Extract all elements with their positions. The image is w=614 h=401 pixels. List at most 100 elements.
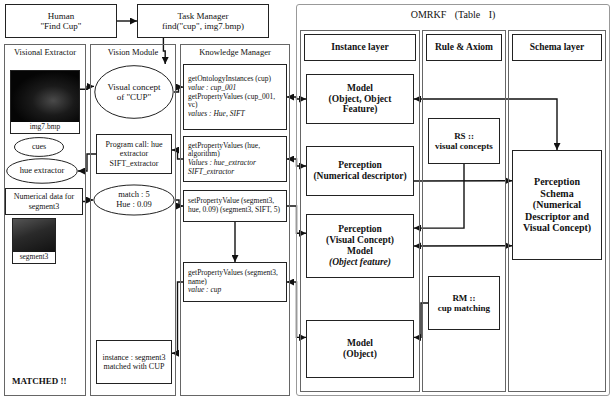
result-box: instance : segment3 matched with CUP: [96, 340, 172, 384]
label-text: Knowledge Manager: [183, 48, 287, 58]
column-header: Vision Module: [93, 48, 173, 58]
label-text: segment3: [20, 252, 49, 263]
connector: [172, 150, 183, 159]
column-header: Knowledge Manager: [183, 48, 287, 58]
label-text: Values : hue_extractor SIFT_extractor: [188, 159, 282, 176]
label-text: values : Hue, SIFT: [188, 110, 245, 119]
layer-column: Instance layerModel(Object, Object Featu…: [300, 30, 420, 392]
column-header: Rule & Axiom: [426, 34, 502, 61]
module-column: Vision ModuleVisual concept of "CUP" Prog…: [90, 44, 176, 396]
label-text: Visional Extractor: [7, 48, 83, 58]
label-text: Rule & Axiom: [429, 42, 499, 53]
label-text: RS ::: [454, 131, 474, 141]
image-box: segment3: [12, 218, 56, 264]
label-text: Model: [347, 83, 373, 94]
label-text: hue extractor: [20, 166, 65, 176]
ellipse-shape: [15, 138, 64, 157]
data-box: Numerical data for segment3: [5, 188, 83, 215]
process-ellipse: cues: [14, 137, 64, 157]
label-text: value : cup_001: [188, 84, 236, 93]
column-header: Instance layer: [304, 34, 416, 61]
module-column: Visional Extractor img7.bmp cues hue extrac…: [4, 44, 86, 396]
label-text: cup matching: [438, 303, 490, 313]
column-header: OMRKF (Table I): [297, 9, 609, 21]
ellipse-shape: [95, 66, 173, 119]
result-ellipse: match : 5Hue : 0.09: [93, 184, 175, 216]
label-text: setPropertyValue (segment3, hue, 0.09) (…: [188, 197, 282, 214]
instance-box: Model(Object, Object Feature): [306, 74, 414, 124]
label-text: (Visual Concept): [326, 235, 394, 246]
ellipse-shape: [7, 159, 78, 183]
image-thumbnail: [11, 71, 79, 122]
label-text: Instance layer: [307, 42, 413, 53]
label-text: Program call: hue extractor SIFT_extract…: [101, 140, 167, 168]
label-text: RM ::: [452, 293, 475, 303]
task-manager-box: Task Managerfind("cup", img7.bmp): [137, 4, 269, 38]
connector: [80, 86, 94, 89]
label-text: cues: [32, 142, 46, 151]
process-box: Program call: hue extractor SIFT_extract…: [96, 134, 172, 174]
label-text: getPropertyValues (cup_001, vc): [188, 93, 282, 110]
query-box: getPropertyValues (segment3, name)value …: [183, 262, 287, 302]
label-text: Perception: [338, 160, 382, 171]
actor-box: Human"Find Cup": [5, 4, 117, 38]
connector: [175, 200, 183, 206]
ellipse-shape: [94, 185, 174, 215]
instance-box: Model(Object): [306, 320, 414, 378]
label-text: Model: [347, 246, 373, 257]
label-text: Schema layer: [515, 42, 599, 53]
label-text: Vision Module: [93, 48, 173, 58]
label-text: getOntologyInstances (cup): [188, 75, 271, 84]
label-text: getPropertyValues (hue, algorithm): [188, 142, 282, 159]
label-text: OMRKF (Table I): [297, 9, 609, 21]
label-text: (Numerical Descriptor and Visual Concept…: [517, 199, 597, 234]
label-text: getPropertyValues (segment3, name): [188, 269, 282, 286]
label-text: (Object, Object Feature): [311, 94, 409, 116]
connector: [414, 180, 512, 182]
query-box: getPropertyValues (hue, algorithm)Values…: [183, 136, 287, 182]
query-box: setPropertyValue (segment3, hue, 0.09) (…: [183, 190, 287, 222]
label-text: (Numerical descriptor): [313, 171, 406, 182]
rule-box: RS ::visual concepts: [428, 118, 500, 164]
connector: [163, 38, 165, 64]
label-text: instance : segment3 matched with CUP: [101, 353, 167, 371]
image-box: img7.bmp: [10, 70, 80, 134]
label-text: Model: [347, 338, 373, 349]
connector: [83, 200, 93, 202]
column-header: Visional Extractor: [7, 48, 83, 58]
connector: [172, 282, 183, 353]
column-header: Schema layer: [512, 34, 602, 61]
concept-ellipse: Visual concept of "CUP": [94, 64, 174, 120]
status-note: MATCHED !!: [12, 376, 67, 386]
instance-box: Perception(Visual Concept)Model(Object f…: [306, 214, 414, 278]
label-text: Perception Schema: [517, 176, 597, 199]
instance-box: Perception(Numerical descriptor): [306, 146, 414, 196]
label-text: Task Manager: [177, 11, 228, 21]
label-text: visual concepts: [435, 141, 493, 151]
query-box: getOntologyInstances (cup)value : cup_00…: [183, 64, 287, 130]
layer-column: Rule & AxiomRS ::visual conceptsRM ::cup…: [422, 30, 506, 392]
label-text: Human: [48, 11, 75, 21]
connector: [78, 154, 96, 171]
label-text: Perception: [338, 224, 382, 235]
label-text: Visual concept of "CUP": [106, 82, 162, 103]
image-thumbnail: [13, 219, 55, 252]
label-text: match : 5: [118, 190, 150, 200]
label-text: Numerical data for segment3: [10, 192, 78, 210]
layer-column: Schema layerPerception Schema(Numerical …: [508, 30, 606, 392]
label-text: Hue : 0.09: [116, 200, 152, 210]
label-text: "Find Cup": [40, 21, 81, 31]
connector: [414, 303, 428, 337]
label-text: find("cup", img7.bmp): [162, 21, 244, 31]
module-column: Knowledge Manager getOntologyInstances (c…: [180, 44, 290, 396]
label-text: img7.bmp: [30, 122, 61, 133]
label-text: value : cup: [188, 286, 221, 295]
framework-panel: OMRKF (Table I)Instance layerModel(Objec…: [296, 4, 610, 396]
connector: [414, 245, 512, 247]
connector: [234, 222, 235, 262]
rule-box: RM ::cup matching: [428, 276, 500, 330]
connector: [117, 20, 137, 21]
schema-box: Perception Schema(Numerical Descriptor a…: [512, 150, 602, 260]
process-ellipse: hue extractor: [6, 158, 78, 184]
label-text: (Object): [343, 349, 377, 360]
